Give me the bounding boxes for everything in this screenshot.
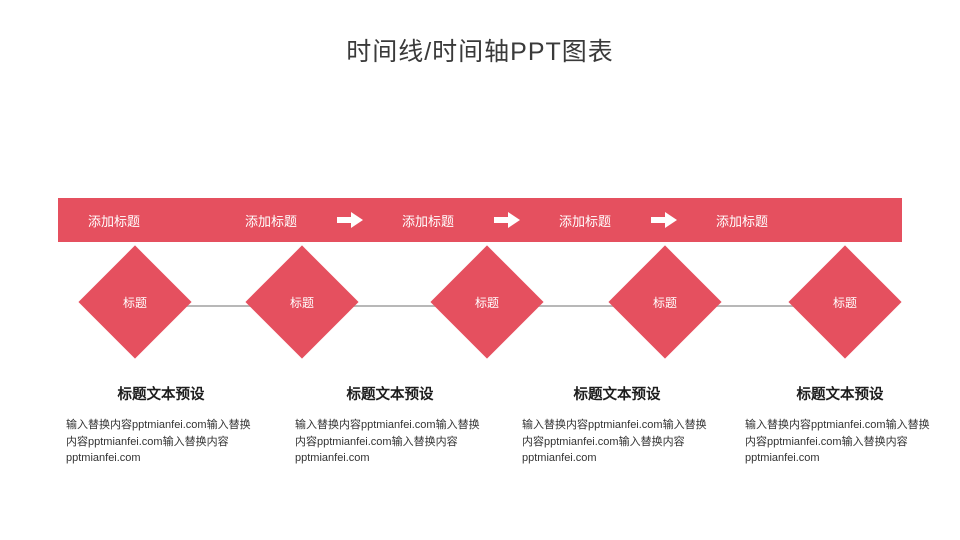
- diamond-label: 标题: [652, 295, 677, 310]
- text-block: 标题文本预设输入替换内容pptmianfei.com输入替换内容pptmianf…: [295, 383, 485, 467]
- connector-line: [177, 305, 260, 307]
- text-block: 标题文本预设输入替换内容pptmianfei.com输入替换内容pptmianf…: [66, 383, 256, 467]
- text-block-body: 输入替换内容pptmianfei.com输入替换内容pptmianfei.com…: [522, 419, 707, 464]
- milestone-connector: [344, 302, 445, 309]
- text-block-heading: 标题文本预设: [796, 387, 884, 403]
- connector-line: [707, 305, 803, 307]
- banner-label[interactable]: 添加标题: [87, 213, 140, 229]
- connector-line: [529, 305, 623, 307]
- milestone-diamond[interactable]: 标题: [608, 245, 722, 359]
- arrow-right-icon: [484, 198, 529, 242]
- text-block-heading: 标题文本预设: [346, 387, 434, 403]
- text-block: 标题文本预设输入替换内容pptmianfei.com输入替换内容pptmianf…: [745, 383, 935, 467]
- text-block-body: 输入替换内容pptmianfei.com输入替换内容pptmianfei.com…: [295, 419, 480, 464]
- banner-label[interactable]: 添加标题: [715, 213, 768, 229]
- timeline-banner: 添加标题 添加标题 添加标题 添加标题 添加标题: [58, 198, 902, 242]
- text-block-heading: 标题文本预设: [573, 387, 661, 403]
- banner-label[interactable]: 添加标题: [244, 213, 297, 229]
- text-block-heading: 标题文本预设: [117, 387, 205, 403]
- milestone-diamond[interactable]: 标题: [78, 245, 192, 359]
- banner-label[interactable]: 添加标题: [401, 213, 454, 229]
- banner-label[interactable]: 添加标题: [558, 213, 611, 229]
- diamond-label: 标题: [289, 295, 314, 310]
- diamond-label: 标题: [122, 295, 147, 310]
- banner-spacer: [170, 198, 215, 242]
- milestone-diamond[interactable]: 标题: [430, 245, 544, 359]
- diamond-label: 标题: [832, 295, 857, 310]
- text-block-body: 输入替换内容pptmianfei.com输入替换内容pptmianfei.com…: [745, 419, 930, 464]
- page-title: 时间线/时间轴PPT图表: [346, 38, 614, 66]
- milestone-diamond[interactable]: 标题: [788, 245, 902, 359]
- milestone-diamond[interactable]: 标题: [245, 245, 359, 359]
- text-block-body: 输入替换内容pptmianfei.com输入替换内容pptmianfei.com…: [66, 419, 251, 464]
- milestone-row: 标题 标题 标题 标题 标题: [0, 245, 960, 359]
- arrow-right-icon: [327, 198, 372, 242]
- diamond-label: 标题: [474, 295, 499, 310]
- arrow-right-icon: [641, 198, 686, 242]
- text-block: 标题文本预设输入替换内容pptmianfei.com输入替换内容pptmianf…: [522, 383, 712, 467]
- connector-line: [344, 305, 445, 307]
